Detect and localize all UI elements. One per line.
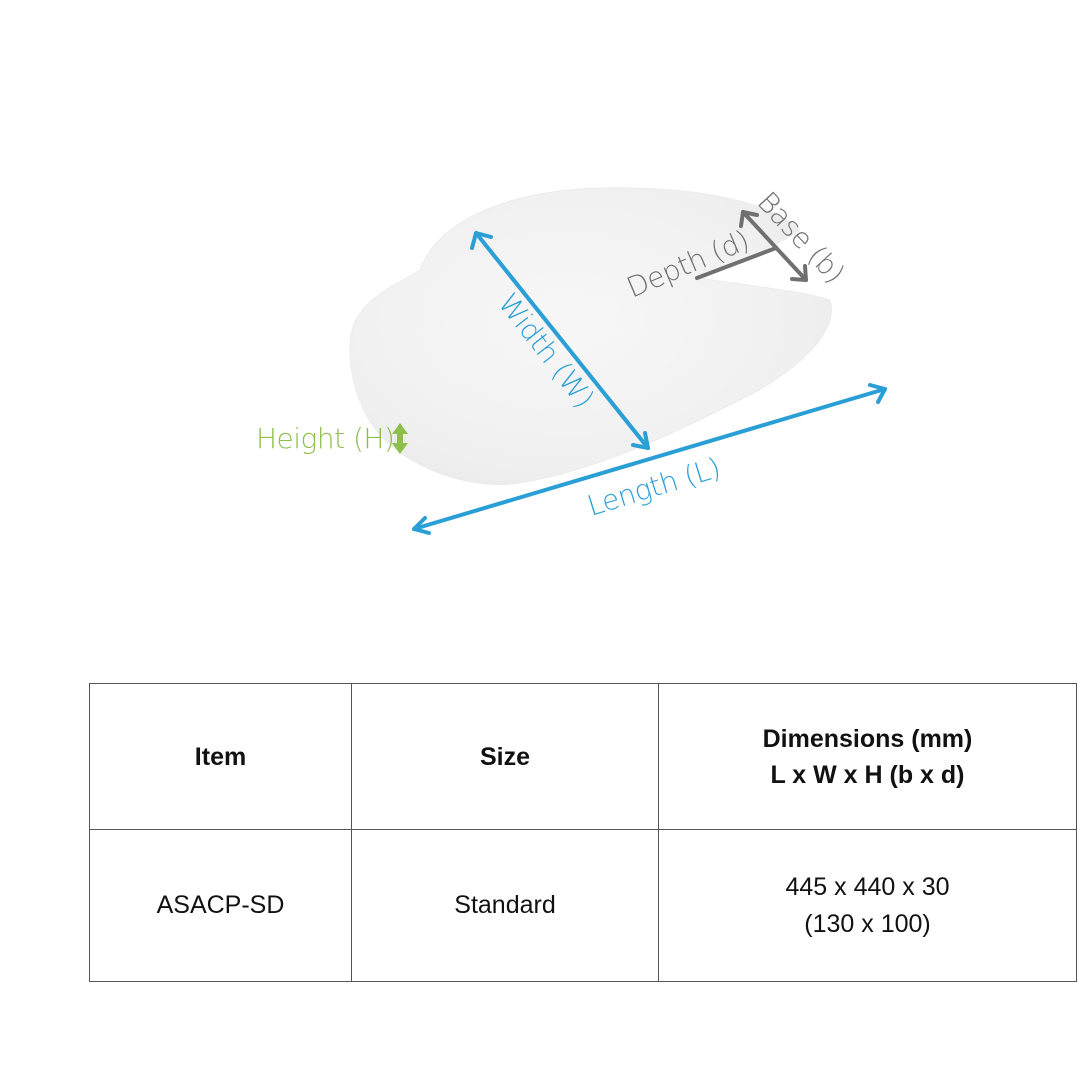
cell-size: Standard	[351, 829, 659, 982]
cell-dimensions-line2: (130 x 100)	[804, 909, 931, 938]
base-arrow	[739, 210, 808, 282]
width-arrow	[470, 231, 650, 450]
length-arrow	[412, 383, 887, 535]
table-row: ASACP-SD Standard 445 x 440 x 30 (130 x …	[89, 829, 1077, 982]
depth-arrow	[695, 246, 778, 280]
length-label: Length (L)	[583, 451, 724, 523]
height-double-arrow-icon	[392, 423, 408, 454]
header-item: Item	[89, 683, 352, 830]
cell-item: ASACP-SD	[89, 829, 352, 982]
table-header-row: Item Size Dimensions (mm) L x W x H (b x…	[89, 683, 1077, 830]
height-label: Height (H)	[256, 422, 394, 455]
product-diagram: Width (W) Length (L) Height (H) Depth (d…	[256, 185, 887, 535]
header-size: Size	[351, 683, 659, 830]
header-dimensions: Dimensions (mm) L x W x H (b x d)	[658, 683, 1077, 830]
dimension-diagram-svg: Width (W) Length (L) Height (H) Depth (d…	[256, 185, 887, 535]
header-dimensions-line1: Dimensions (mm)	[762, 724, 973, 753]
cell-dimensions: 445 x 440 x 30 (130 x 100)	[658, 829, 1077, 982]
cushion-pad-shape	[349, 187, 832, 485]
cell-dimensions-line1: 445 x 440 x 30	[785, 872, 950, 901]
spec-table: Item Size Dimensions (mm) L x W x H (b x…	[89, 683, 1077, 982]
header-dimensions-line2: L x W x H (b x d)	[770, 760, 965, 789]
